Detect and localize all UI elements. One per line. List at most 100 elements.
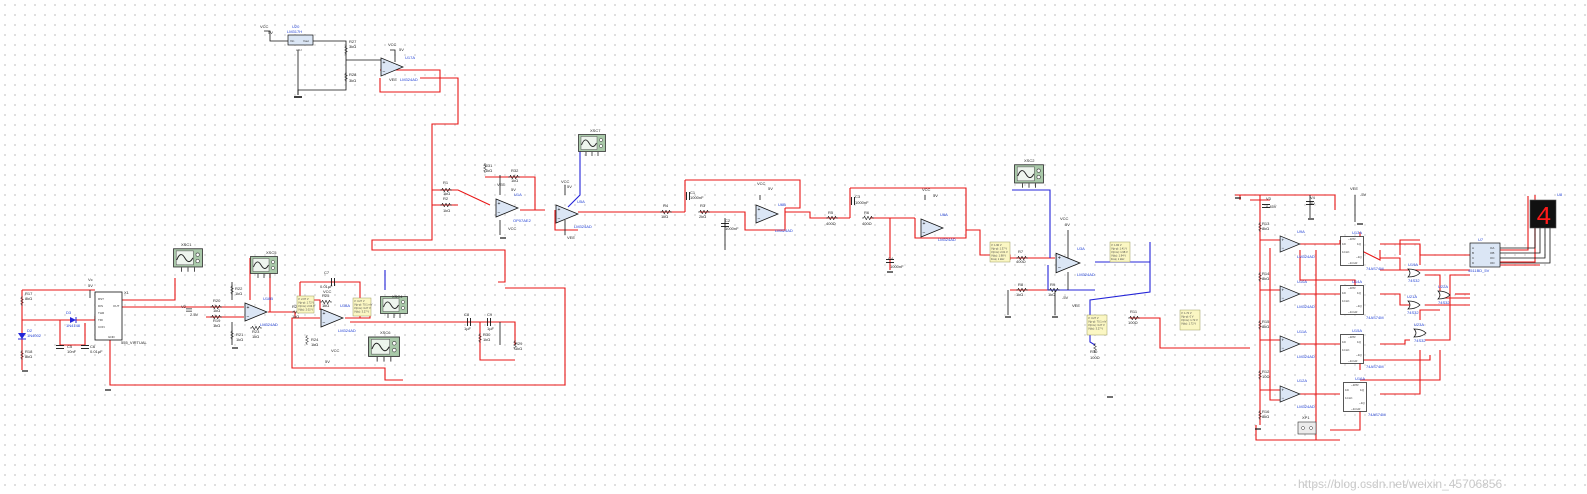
capacitor-c5[interactable] (56, 345, 64, 349)
c1-value: 1000nF (690, 195, 704, 200)
u17a-label: U17A (405, 55, 415, 60)
capacitor-c6[interactable] (81, 345, 89, 349)
probe-1[interactable]: V: 3.27 V V(p-p): 70.1 mV V(rms): 3.27 V… (352, 297, 373, 317)
or-gate-u21a[interactable] (1407, 300, 1421, 310)
u14a-label: U14A (1352, 279, 1362, 284)
black-wires (89, 30, 1356, 345)
oscilloscope-xsc6[interactable] (368, 336, 400, 362)
flipflop-u16a[interactable] (1343, 382, 1367, 412)
r18-label: R18 (25, 349, 33, 354)
svg-text:V(dc): 1.98 V: V(dc): 1.98 V (991, 254, 1006, 258)
svg-text:V(rms): 2.04 V: V(rms): 2.04 V (298, 304, 315, 308)
u19a-part: 74S32 (1408, 278, 1420, 283)
r31-value: 1kΩ (485, 168, 492, 173)
probe-5[interactable]: V: 3.27 V V(p-p): 70.1 mV V(rms): 3.27 V… (1086, 314, 1108, 336)
flipflop-u14a[interactable] (1340, 285, 1364, 315)
opamp-u18a[interactable] (320, 308, 344, 328)
r25-label: R25 (322, 293, 330, 298)
oscilloscope-xsc2[interactable] (1014, 164, 1044, 188)
r14-value: 8kΩ (1262, 276, 1269, 281)
probe-3[interactable]: V: 1.90 V V(p-p): 1.37 V V(rms): 2.01 V … (989, 241, 1011, 263)
svg-text:V: 1.84 V: V: 1.84 V (1111, 243, 1122, 247)
x1-vcc: Vc (88, 277, 93, 282)
u16a-part: 74AS74M (1368, 412, 1386, 417)
diode-d2[interactable] (18, 333, 26, 340)
neg5v-right: -5V (1360, 192, 1367, 197)
or-gate-u23a[interactable] (1413, 328, 1427, 338)
source-v2[interactable] (186, 308, 192, 312)
diode-d3[interactable] (70, 317, 77, 323)
resistor-r6[interactable] (862, 216, 874, 220)
u12a-label: U12A (1297, 378, 1307, 383)
x1-label: X1 (124, 290, 130, 295)
probe-2[interactable]: V: 2.07 V V(p-p): 1.72 V V(rms): 2.04 V … (296, 295, 315, 314)
u14a-part: 74AS74M (1366, 315, 1384, 320)
r17-label: R17 (25, 291, 33, 296)
u11a-part: LM324AD (1297, 354, 1315, 359)
r27-value: 3kΩ (349, 44, 356, 49)
opamp-u18b[interactable] (244, 302, 268, 322)
probe-4[interactable]: V: 1.84 V V(p-p): 1.41 V V(rms): 1.98 V … (1109, 241, 1131, 263)
comparator-u9a[interactable] (1279, 235, 1301, 253)
u6a-5v: 5V (933, 193, 938, 198)
opamp-u6a[interactable] (920, 218, 944, 238)
display-digit: 4 (1536, 202, 1552, 232)
opamp-u1a[interactable] (495, 198, 519, 218)
r21-value: 1kΩ (236, 337, 243, 342)
comparator-u10a[interactable] (1279, 285, 1301, 303)
oscilloscope-xsc4[interactable] (380, 296, 408, 319)
r30-label: R30 (483, 332, 491, 337)
r9-value: 1kΩ (1048, 292, 1055, 297)
timer-555[interactable]: RST DIS THR TRI CON OUT GND (94, 291, 123, 341)
vee-right: VEE (1350, 186, 1358, 191)
xsc4-label: XSC4 (392, 294, 403, 299)
comparator-u12a[interactable] (1279, 385, 1301, 403)
c9-label: C9 (487, 312, 493, 317)
u17-vee: VEE (389, 77, 397, 82)
vcc-label: VCC (260, 24, 269, 29)
r1-label: R1 (443, 180, 449, 185)
lm317-regulator[interactable]: U20 LM317H Vin Vout ADJ (287, 24, 314, 52)
opamp-u5a[interactable] (555, 204, 579, 224)
resistor-r24[interactable] (305, 335, 309, 345)
svg-text:V(rms): 2.01 V: V(rms): 2.01 V (991, 250, 1008, 254)
u6a-vcc: VCC (922, 187, 931, 192)
u5a-part: LM324AD (574, 224, 592, 229)
r8-label: R8 (1018, 282, 1024, 287)
oscilloscope-xsc5[interactable] (250, 256, 278, 279)
opamp-u6b[interactable] (755, 204, 779, 224)
oscilloscope-xsc1[interactable] (173, 248, 203, 272)
opamp-u17a[interactable] (380, 57, 404, 77)
r26-label: R26 (292, 304, 300, 309)
r22-value: 1kΩ (235, 291, 242, 296)
u22a-label: U22A (1438, 284, 1448, 289)
decoder-u7[interactable]: A B C D OA OB OC OD (1469, 242, 1501, 268)
svg-text:TRI: TRI (98, 318, 103, 322)
r20-label: R20 (213, 298, 221, 303)
flipflop-u15a[interactable] (1340, 334, 1364, 364)
r3-label: R3 (700, 203, 706, 208)
oscilloscope-xsc7[interactable] (578, 134, 606, 157)
r21-label: R21 (236, 332, 244, 337)
xsc2-label: XSC2 (1024, 158, 1035, 163)
seven-segment-display-u8[interactable]: 4 (1529, 199, 1557, 232)
d2-label: D2 (27, 328, 33, 333)
xsc7-label: XSC7 (590, 128, 601, 133)
r23-value: 1kΩ (252, 334, 259, 339)
r9-label: R9 (1050, 282, 1056, 287)
svg-text:Freq: 1 kHz: Freq: 1 kHz (1111, 257, 1125, 261)
r10-label: R10 (1090, 349, 1098, 354)
comparator-u11a[interactable] (1279, 335, 1301, 353)
generator-xp1[interactable] (1297, 421, 1317, 435)
r11-label: R11 (1130, 309, 1138, 314)
flipflop-u13a[interactable] (1340, 236, 1364, 266)
x1-part: 555_VIRTUAL (121, 340, 147, 345)
xsc5-label: XSC5 (266, 250, 277, 255)
probe-6[interactable]: V: 1.72 V V(p-p): 0 V V(rms): 1.72 V V(d… (1179, 309, 1201, 331)
u3-vcc: VCC (1060, 216, 1069, 221)
svg-text:CON: CON (98, 325, 105, 329)
svg-text:OD: OD (1490, 261, 1495, 265)
r2-label: R2 (443, 196, 449, 201)
r27-label: R27 (349, 39, 357, 44)
